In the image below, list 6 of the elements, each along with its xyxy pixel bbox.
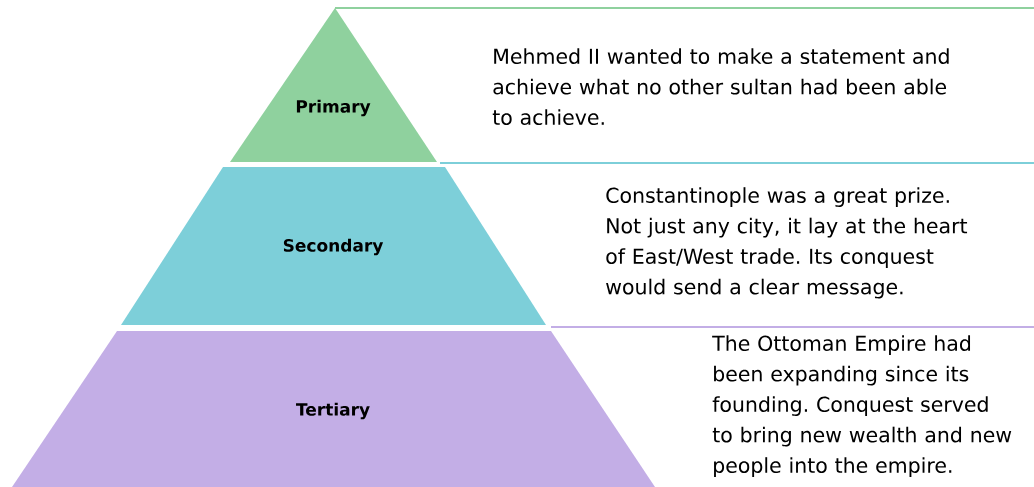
description-text: Mehmed II wanted to make a statement and achieve what no other sultan had been able to achieve. [492, 48, 949, 126]
pyramid-level: Primary [230, 8, 437, 162]
pyramid-level: Tertiary [12, 331, 655, 487]
description-text: The Ottoman Empire had been expanding since its founding. Conquest served to bring new wealth and new people into the empire. [712, 335, 1012, 477]
pyramid-level: Secondary [121, 167, 546, 325]
description-text: Constantinople was a great prize. Not just any city, it lay at the heart of East/West trade. Its conquest would send a clear message. [606, 187, 968, 299]
